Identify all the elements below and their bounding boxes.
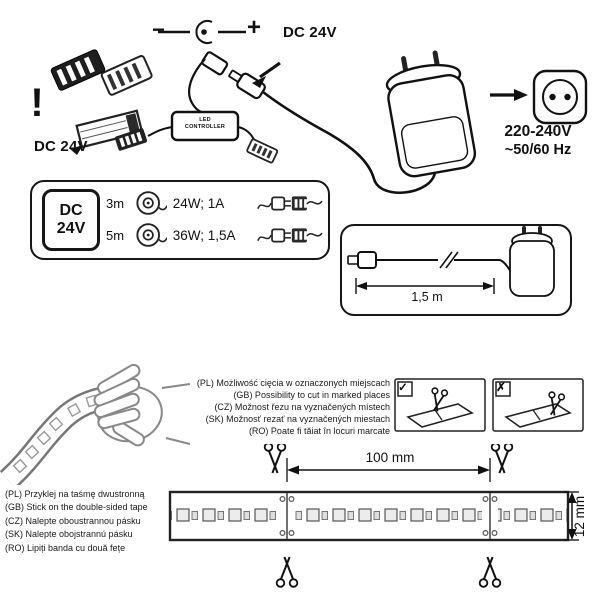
power-socket-icon <box>532 69 588 125</box>
spec-row: 3m 24W; 1A <box>106 187 324 219</box>
strip-connector-block-icon <box>100 55 153 96</box>
width-dimension-label: 100 mm <box>365 450 415 465</box>
arrow-right-icon <box>490 89 528 101</box>
controller-connector-icon <box>114 128 148 151</box>
cut-ok-diagram <box>394 378 486 432</box>
reel-icon <box>136 223 167 247</box>
note-line: (GB) Stick on the double-sided tape <box>5 502 148 513</box>
scissors-icon <box>275 556 299 588</box>
led-controller-label: LED CONTROLLER <box>173 117 237 130</box>
adapter-cable <box>262 90 437 194</box>
note-line: (PL) Możliwość cięcia w oznaczonych miej… <box>196 378 390 388</box>
jack-cable <box>188 58 206 115</box>
height-dimension-label: 12 mm <box>572 495 588 537</box>
cross-icon: ✗ <box>496 382 506 394</box>
frequency-label: ~50/60 Hz <box>504 142 572 158</box>
led-controller-label-line1: LED <box>199 117 211 123</box>
dc-jack-icon <box>201 51 229 76</box>
cut-note: (PL) Możliwość cięcia w oznaczonych miej… <box>178 378 390 438</box>
dc-badge-line1: DC <box>59 202 83 219</box>
dc-badge-line2: 24V <box>56 220 86 237</box>
polarity-plus: + <box>247 14 262 41</box>
note-line: (CZ) Nalepte oboustrannou pásku <box>5 515 141 526</box>
width-dimension-arrow <box>286 458 491 482</box>
dc-24v-label-left: DC 24V <box>34 138 88 155</box>
strip-connector-block-icon <box>50 49 106 91</box>
cable-length-box: 1,5 m <box>340 224 572 316</box>
polarity-symbol <box>158 20 246 44</box>
length-label: 5m <box>106 227 125 243</box>
spec-box: DC 24V 3m 24W; 1A <box>30 180 330 260</box>
power-adapter-icon <box>385 50 477 178</box>
power-label: 36W; 1,5A <box>172 227 236 243</box>
connector-icon <box>257 228 323 243</box>
led-controller-box <box>170 110 240 142</box>
note-line: (GB) Possibility to cut in marked places <box>233 389 390 400</box>
note-line: (RO) Poate fi tăiat în locuri marcate <box>248 425 390 436</box>
polarity-minus: − <box>152 17 165 42</box>
note-line: (SK) Nalepte obojstrannú pásku <box>5 529 133 540</box>
strip-end-connector-icon <box>75 109 144 149</box>
check-icon: ✓ <box>398 382 408 394</box>
note-line: (SK) Možnosť rezať na vyznačených miesta… <box>205 413 390 424</box>
cut-mark <box>279 493 295 539</box>
led-strip-drawing <box>168 444 579 588</box>
insert-arrow-icon <box>252 61 281 88</box>
note-line: (RO) Lipiți banda cu două fețe <box>5 542 126 553</box>
dc-24v-badge: DC 24V <box>42 189 100 251</box>
dimension-arrow <box>355 278 495 294</box>
cut-mark <box>482 493 498 539</box>
scissors-icon <box>263 444 287 474</box>
led-controller-label-line2: CONTROLLER <box>184 123 226 130</box>
tape-note: (PL) Przyklej na taśmę dwustronną (GB) S… <box>5 488 180 555</box>
reel-icon <box>136 191 167 215</box>
hand-icon <box>93 363 190 447</box>
cable-length-label: 1,5 m <box>411 290 443 304</box>
controller-wire <box>147 126 173 137</box>
voltage-label: 220-240V <box>504 123 572 140</box>
note-line: (CZ) Možnost řezu na vyznačených místech <box>214 401 390 412</box>
note-line: (PL) Przyklej na taśmę dwustronną <box>5 489 145 499</box>
controller-connector-icon <box>246 138 279 164</box>
dc-24v-label-mid: DC 24V <box>283 24 337 41</box>
warning-exclamation-icon: ! <box>30 80 44 125</box>
length-label: 3m <box>106 195 125 211</box>
power-adapter-icon <box>509 226 555 297</box>
wiring-diagram <box>50 20 588 194</box>
cut-wrong-diagram <box>492 378 584 432</box>
dc-plug-icon <box>347 251 377 269</box>
scissors-icon <box>490 444 514 474</box>
cable-drawing <box>347 226 555 297</box>
connector-icon <box>257 196 323 211</box>
height-dimension-arrow <box>564 491 579 541</box>
scissors-icon <box>548 391 566 416</box>
arrow-icon <box>70 145 83 155</box>
power-label: 24W; 1A <box>172 195 225 211</box>
scissors-icon <box>431 387 449 412</box>
spec-row: 5m 36W; 1,5A <box>106 219 324 251</box>
scissors-icon <box>478 556 502 588</box>
hand-apply-drawing <box>0 363 190 485</box>
dc-plug-icon <box>228 69 266 100</box>
